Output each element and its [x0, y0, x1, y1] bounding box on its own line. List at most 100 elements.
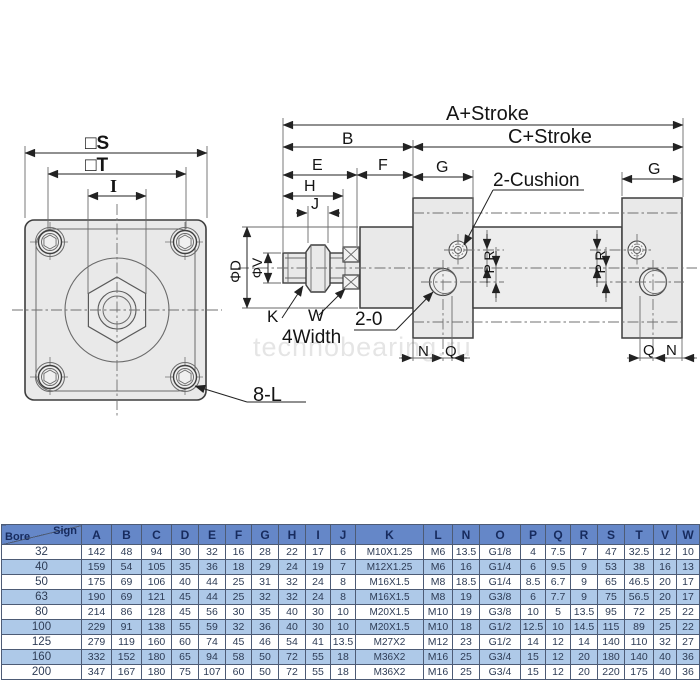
column-header: I: [305, 524, 331, 545]
value-cell: 46: [251, 634, 279, 650]
bore-cell: 32: [1, 544, 82, 560]
value-cell: 6: [520, 559, 546, 575]
front-view: [12, 146, 306, 418]
dim-label-n-left: N: [418, 343, 429, 360]
value-cell: G3/8: [479, 589, 521, 605]
value-cell: 36: [676, 649, 700, 665]
value-cell: 44: [198, 589, 226, 605]
value-cell: 22: [676, 619, 700, 635]
value-cell: 175: [624, 664, 654, 680]
value-cell: M8: [423, 574, 453, 590]
value-cell: 12: [545, 664, 571, 680]
value-cell: G3/4: [479, 649, 521, 665]
corner-bore-label: Bore: [5, 531, 31, 543]
value-cell: 6: [330, 544, 356, 560]
column-header: P: [520, 524, 546, 545]
bolt-count-label: 8-L: [253, 384, 282, 406]
column-header: S: [597, 524, 625, 545]
value-cell: 72: [278, 664, 306, 680]
port-count-label: 2-0: [355, 309, 383, 330]
value-cell: 25: [452, 649, 480, 665]
bore-cell: 160: [1, 649, 82, 665]
value-cell: 10: [520, 604, 546, 620]
value-cell: 10: [330, 604, 356, 620]
dim-label-c-stroke: C+Stroke: [508, 126, 592, 148]
value-cell: 9: [570, 589, 598, 605]
value-cell: 40: [653, 649, 677, 665]
value-cell: 119: [111, 634, 142, 650]
value-cell: 6: [520, 589, 546, 605]
value-cell: 72: [624, 604, 654, 620]
value-cell: 60: [171, 634, 199, 650]
value-cell: 56: [198, 604, 226, 620]
value-cell: 54: [111, 559, 142, 575]
value-cell: 75: [171, 664, 199, 680]
value-cell: M16: [423, 664, 453, 680]
column-header: C: [141, 524, 172, 545]
value-cell: 25: [225, 574, 252, 590]
bore-cell: 100: [1, 619, 82, 635]
value-cell: 10: [545, 619, 571, 635]
value-cell: 40: [278, 619, 306, 635]
value-cell: 140: [597, 634, 625, 650]
value-cell: M12X1.25: [355, 559, 424, 575]
value-cell: G3/8: [479, 604, 521, 620]
bore-cell: 50: [1, 574, 82, 590]
dim-label-e: E: [312, 157, 323, 174]
value-cell: 13.5: [330, 634, 356, 650]
value-cell: 7.5: [545, 544, 571, 560]
column-header: R: [570, 524, 598, 545]
dim-label-pr-right: P R: [592, 250, 608, 274]
value-cell: 41: [305, 634, 331, 650]
value-cell: 74: [198, 634, 226, 650]
column-header: D: [171, 524, 199, 545]
value-cell: 14: [570, 634, 598, 650]
value-cell: 190: [81, 589, 112, 605]
value-cell: 91: [111, 619, 142, 635]
value-cell: 69: [111, 574, 142, 590]
value-cell: 8.5: [520, 574, 546, 590]
dim-label-g-right: G: [648, 161, 661, 178]
value-cell: 15: [520, 649, 546, 665]
value-cell: M36X2: [355, 664, 424, 680]
column-header: T: [624, 524, 654, 545]
value-cell: 180: [141, 649, 172, 665]
value-cell: 159: [81, 559, 112, 575]
bore-cell: 40: [1, 559, 82, 575]
column-header: H: [278, 524, 306, 545]
column-header: N: [452, 524, 480, 545]
value-cell: 142: [81, 544, 112, 560]
value-cell: 30: [305, 604, 331, 620]
dim-label-n-right: N: [666, 342, 677, 359]
value-cell: 18: [452, 619, 480, 635]
value-cell: 106: [141, 574, 172, 590]
value-cell: 16: [653, 559, 677, 575]
value-cell: 59: [198, 619, 226, 635]
value-cell: 16: [452, 559, 480, 575]
value-cell: 55: [305, 664, 331, 680]
value-cell: 220: [597, 664, 625, 680]
side-view: [238, 118, 697, 363]
value-cell: 27: [676, 634, 700, 650]
value-cell: 138: [141, 619, 172, 635]
value-cell: 12: [653, 544, 677, 560]
value-cell: 4: [520, 544, 546, 560]
value-cell: 48: [111, 544, 142, 560]
value-cell: M20X1.5: [355, 619, 424, 635]
value-cell: 22: [278, 544, 306, 560]
value-cell: 20: [653, 589, 677, 605]
value-cell: 19: [305, 559, 331, 575]
value-cell: 9: [570, 574, 598, 590]
value-cell: M6: [423, 544, 453, 560]
value-cell: 18: [330, 649, 356, 665]
bore-cell: 80: [1, 604, 82, 620]
column-header: V: [653, 524, 677, 545]
value-cell: G1/2: [479, 634, 521, 650]
dim-label-g-left: G: [436, 159, 449, 176]
watermark: technobearing.ru: [253, 332, 472, 362]
value-cell: 7: [570, 544, 598, 560]
column-header: A: [81, 524, 112, 545]
